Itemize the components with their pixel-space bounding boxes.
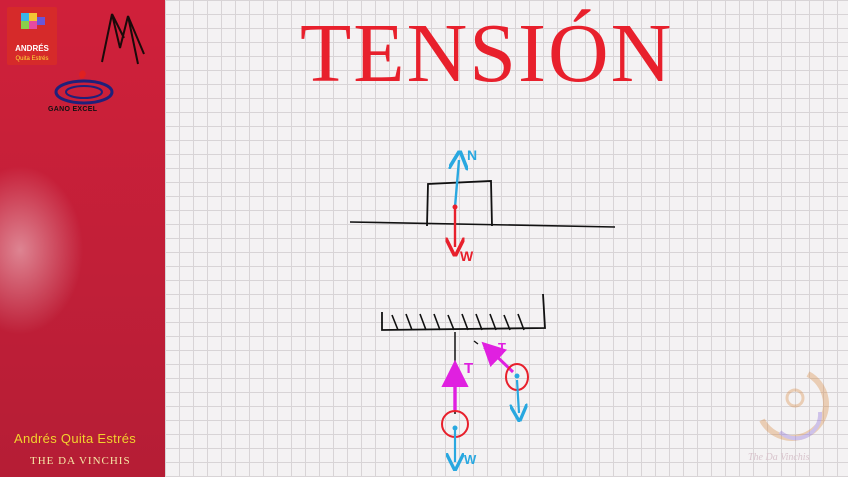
mass-2-center [514,373,520,379]
mass-1-center [452,425,458,431]
sidebar: ANDRÉS Quita Estrés GANO EXCEL Andrés Qu… [0,0,165,477]
gano-excel-label: GANO EXCEL [48,106,98,113]
signature-logo [101,13,145,65]
cube-icon [21,13,45,29]
tension-label-1: T [464,360,474,377]
andres-logo: ANDRÉS Quita Estrés [7,7,57,65]
ground-line [349,221,616,228]
rope-dashed [473,340,489,352]
weight-label-2: W [464,452,477,467]
watermark-text: The Da Vinchis [748,452,810,463]
block-diagram [349,160,616,247]
normal-force-label: N [467,147,478,163]
page-title: TENSIÓN [300,7,674,100]
andres-logo-line1: ANDRÉS [15,44,49,53]
author-name: Andrés Quita Estrés [14,431,137,446]
watermark-logo [759,371,829,441]
ceiling [381,293,546,331]
weight-arrow-2 [517,379,519,413]
tension-label-2: T [498,340,506,355]
center-point [452,204,458,210]
brand-name: THE DA VINCHIS [30,455,131,467]
weight-force-label: W [460,248,474,264]
ceiling-hatch [391,313,525,331]
block [426,180,493,227]
normal-force-arrow [455,160,459,208]
andres-logo-line2: Quita Estrés [15,56,49,62]
grid-board [165,0,848,477]
hanging-diagram [381,293,546,462]
gano-excel-logo [54,70,114,105]
